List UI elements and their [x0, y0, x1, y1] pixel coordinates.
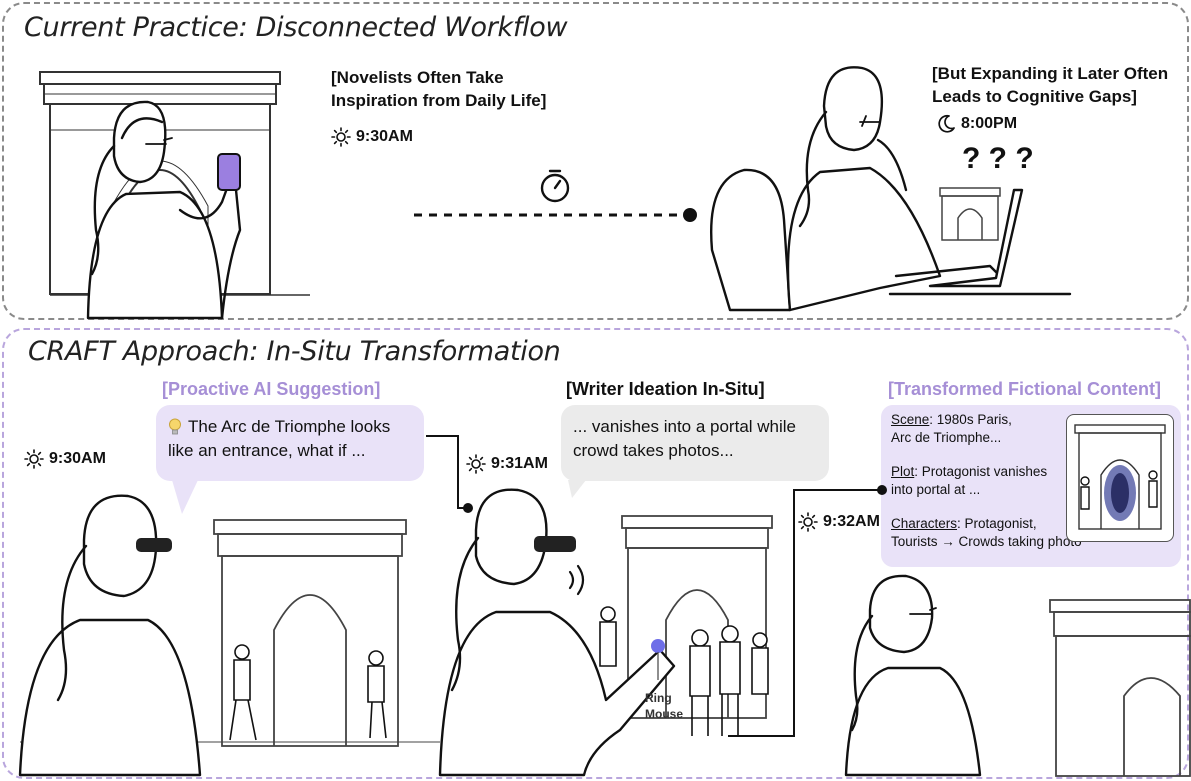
ai-suggestion-bubble: The Arc de Triomphe looks like an entran…: [156, 405, 424, 481]
sound-waves-icon: [568, 564, 585, 596]
woman-near-arch-illustration: [844, 574, 1191, 777]
writer-ideation-bubble: ... vanishes into a portal while crowd t…: [561, 405, 829, 481]
time-transformed-content: 9:32AM: [798, 512, 880, 532]
ring-mouse-icon: [651, 639, 665, 653]
time-morning: 9:30AM: [331, 127, 413, 147]
time-gap-dashed-line: [414, 208, 697, 222]
woman-ring-mouse-illustration: [438, 488, 773, 777]
writer-ideation-heading: [Writer Ideation In-Situ]: [566, 379, 765, 399]
confusion-marks: ? ? ?: [962, 142, 1034, 175]
woman-ai-glasses-arch-illustration: [18, 494, 440, 777]
woman-at-laptop-illustration: ? ? ?: [710, 66, 1072, 312]
characters-entry: Characters: Protagonist,Tourists → Crowd…: [891, 516, 1082, 549]
arch-memory-sketch: [939, 187, 1001, 241]
sun-icon: [466, 454, 486, 474]
phone-icon: [217, 153, 241, 191]
time-ai-suggestion: 9:30AM: [24, 449, 106, 469]
time-writer-ideation: 9:31AM: [466, 454, 548, 474]
woman-photographing-arch-illustration: [39, 71, 310, 320]
sun-icon: [798, 512, 818, 532]
sun-icon: [24, 449, 44, 469]
caption-cognitive-gaps: [But Expanding it Later Often Leads to C…: [932, 64, 1169, 106]
craft-approach-title: CRAFT Approach: In-Situ Transformation: [28, 336, 561, 367]
fictional-content-heading: [Transformed Fictional Content]: [888, 379, 1162, 399]
current-practice-title: Current Practice: Disconnected Workflow: [24, 12, 568, 43]
moon-icon: [938, 114, 955, 133]
lightbulb-icon: [169, 418, 181, 435]
scene-entry: Scene: 1980s Paris,Arc de Triomphe...: [891, 412, 1012, 445]
connector-writer-to-content: [728, 485, 887, 737]
ai-bubble-tail: [172, 480, 198, 514]
time-evening: 8:00PM: [936, 114, 1017, 134]
ai-suggestion-heading: [Proactive AI Suggestion]: [162, 379, 381, 399]
ring-mouse-label: Ring Mouse: [645, 691, 684, 721]
stopwatch-icon: [540, 169, 570, 203]
caption-daily-life: [Novelists Often Take Inspiration from D…: [331, 68, 547, 110]
portal-scene-image: [1066, 414, 1174, 542]
connector-ai-to-writer: [426, 435, 473, 513]
writer-bubble-tail: [568, 480, 586, 498]
sun-icon: [331, 127, 351, 147]
